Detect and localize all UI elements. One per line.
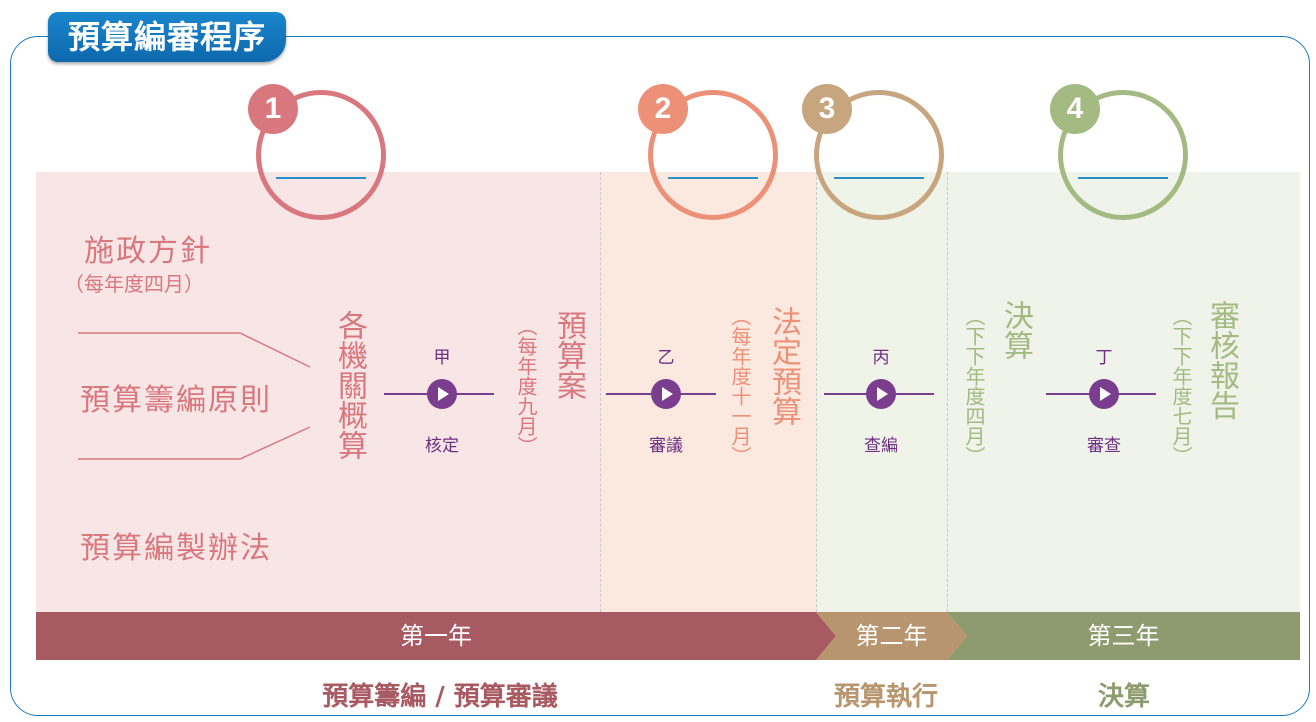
zone-stage-2: [600, 172, 816, 612]
action-label-c: 查編: [864, 436, 898, 456]
divider-3: [947, 172, 948, 612]
converging-lines: [78, 332, 311, 460]
phase-execution-label: 預算執行: [833, 682, 938, 712]
audit-report-text: 審核報告: [1204, 300, 1239, 420]
legal-budget-note: （每年度十一月）: [728, 306, 752, 466]
step-ring-3-line: [834, 177, 924, 179]
policy-note: （每年度四月）: [64, 272, 204, 296]
phase-final-label: 決算: [1097, 682, 1150, 712]
step-ring-4: [1058, 90, 1188, 220]
step-ring-3: [814, 90, 944, 220]
agency-estimate-text: 各機關概算: [332, 310, 367, 460]
action-label-d: 審查: [1087, 436, 1121, 456]
budget-draft-note: （每年度九月）: [514, 316, 538, 456]
play-icon: [427, 379, 457, 409]
principle-text: 預算籌編原則: [80, 383, 272, 418]
final-account-note: （下下年度四月）: [962, 306, 986, 466]
final-account-text: 決算: [998, 300, 1033, 360]
divider-1: [600, 172, 601, 612]
step-number-3: 3: [802, 84, 852, 134]
step-ring-1: [256, 90, 386, 220]
audit-report-note: （下下年度七月）: [1169, 306, 1193, 466]
policy-text: 施政方針: [84, 234, 212, 269]
action-code-d: 丁: [1095, 348, 1113, 368]
year-bar-first: 第一年: [36, 612, 836, 660]
year-bar-third: 第三年: [947, 612, 1300, 660]
phase-budget-label: 預算籌編 / 預算審議: [322, 682, 558, 712]
action-label-a: 核定: [425, 436, 459, 456]
zone-stage-1: [36, 172, 600, 612]
step-ring-2-line: [668, 177, 758, 179]
play-icon: [1089, 379, 1119, 409]
year-bar-second: 第二年: [816, 612, 967, 660]
play-icon: [866, 379, 896, 409]
step-number-4: 4: [1050, 84, 1100, 134]
play-icon: [651, 379, 681, 409]
step-ring-1-line: [276, 177, 366, 179]
step-ring-2: [648, 90, 778, 220]
step-number-1: 1: [248, 84, 298, 134]
method-text: 預算編製辦法: [80, 531, 272, 566]
action-code-c: 丙: [872, 348, 890, 368]
action-code-a: 甲: [433, 348, 451, 368]
step-number-2: 2: [638, 84, 688, 134]
legal-budget-text: 法定預算: [766, 306, 801, 426]
action-code-b: 乙: [657, 348, 675, 368]
divider-2: [816, 172, 817, 612]
diagram-frame: [10, 36, 1310, 716]
zone-stage-4: [947, 172, 1300, 612]
action-label-b: 審議: [649, 436, 683, 456]
page-title: 預算編審程序: [48, 12, 287, 62]
budget-draft-text: 預算案: [551, 310, 586, 400]
step-ring-4-line: [1078, 177, 1168, 179]
